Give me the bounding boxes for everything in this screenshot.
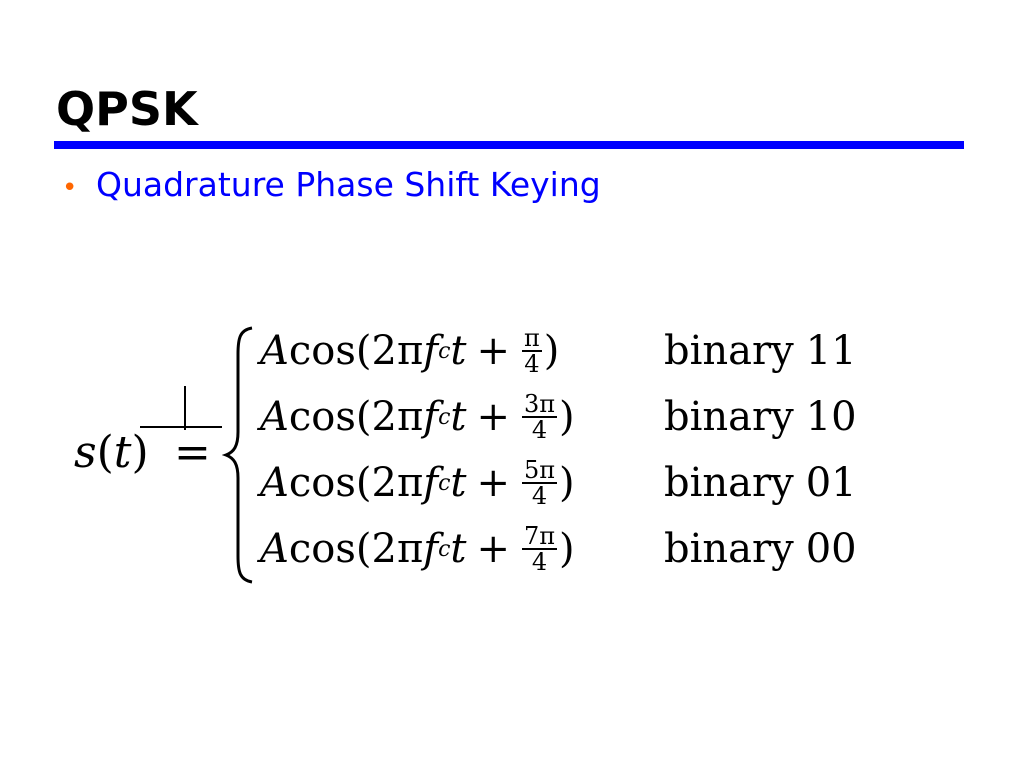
plus-sign: + [476,526,510,572]
close-paren: ) [543,328,560,374]
left-brace-icon [222,326,253,584]
lhs-function: s [74,427,97,478]
frequency-subscript: c [438,338,451,364]
close-paren: ) [559,394,575,440]
condition-bits: 11 [805,328,857,374]
equation-lhs: s(t) [74,427,149,478]
lhs-argument: t [113,427,132,478]
open-paren: (2π [355,526,424,572]
condition-label: binary [664,394,794,440]
bullet-dot-icon: • [62,173,78,203]
frequency: f [423,460,439,506]
time-variable: t [450,328,467,374]
amplitude: A [260,526,289,572]
cos-function: cos [288,460,356,506]
time-variable: t [450,394,467,440]
cos-function: cos [288,394,356,440]
phase-numerator: 7π [521,522,558,550]
cos-function: cos [288,526,356,572]
plus-sign: + [476,460,510,506]
plus-sign: + [476,394,510,440]
open-paren: (2π [355,460,424,506]
frequency: f [423,526,439,572]
close-paren: ) [559,526,575,572]
frequency-subscript: c [438,404,451,430]
condition-bits: 10 [805,394,857,440]
amplitude: A [260,328,289,374]
frequency-subscript: c [438,536,451,562]
condition-label: binary [664,328,794,374]
time-variable: t [450,526,467,572]
frequency-subscript: c [438,470,451,496]
open-paren: (2π [355,328,424,374]
condition-bits: 01 [805,460,857,506]
amplitude: A [260,394,289,440]
plus-sign: + [476,328,510,374]
text-cursor-vertical [184,386,186,430]
phase-denominator: 4 [531,548,548,576]
condition-label: binary [664,526,794,572]
cos-function: cos [288,328,356,374]
close-paren: ) [559,460,575,506]
frequency: f [423,328,439,374]
slide-title: QPSK [56,82,198,136]
phase-numerator: 3π [521,390,558,418]
phase-denominator: 4 [531,416,548,444]
phase-numerator: 5π [521,456,558,484]
bullet-item: • Quadrature Phase Shift Keying [62,164,601,206]
equals-sign: = [174,427,211,478]
phase-denominator: 4 [531,482,548,510]
text-cursor-horizontal [140,426,222,428]
condition-bits: 00 [805,526,857,572]
time-variable: t [450,460,467,506]
title-underline-rule [54,141,964,149]
condition-label: binary [664,460,794,506]
amplitude: A [260,460,289,506]
phase-numerator: π [521,324,542,352]
phase-denominator: 4 [524,350,540,378]
open-paren: (2π [355,394,424,440]
bullet-text: Quadrature Phase Shift Keying [96,165,601,204]
frequency: f [423,394,439,440]
